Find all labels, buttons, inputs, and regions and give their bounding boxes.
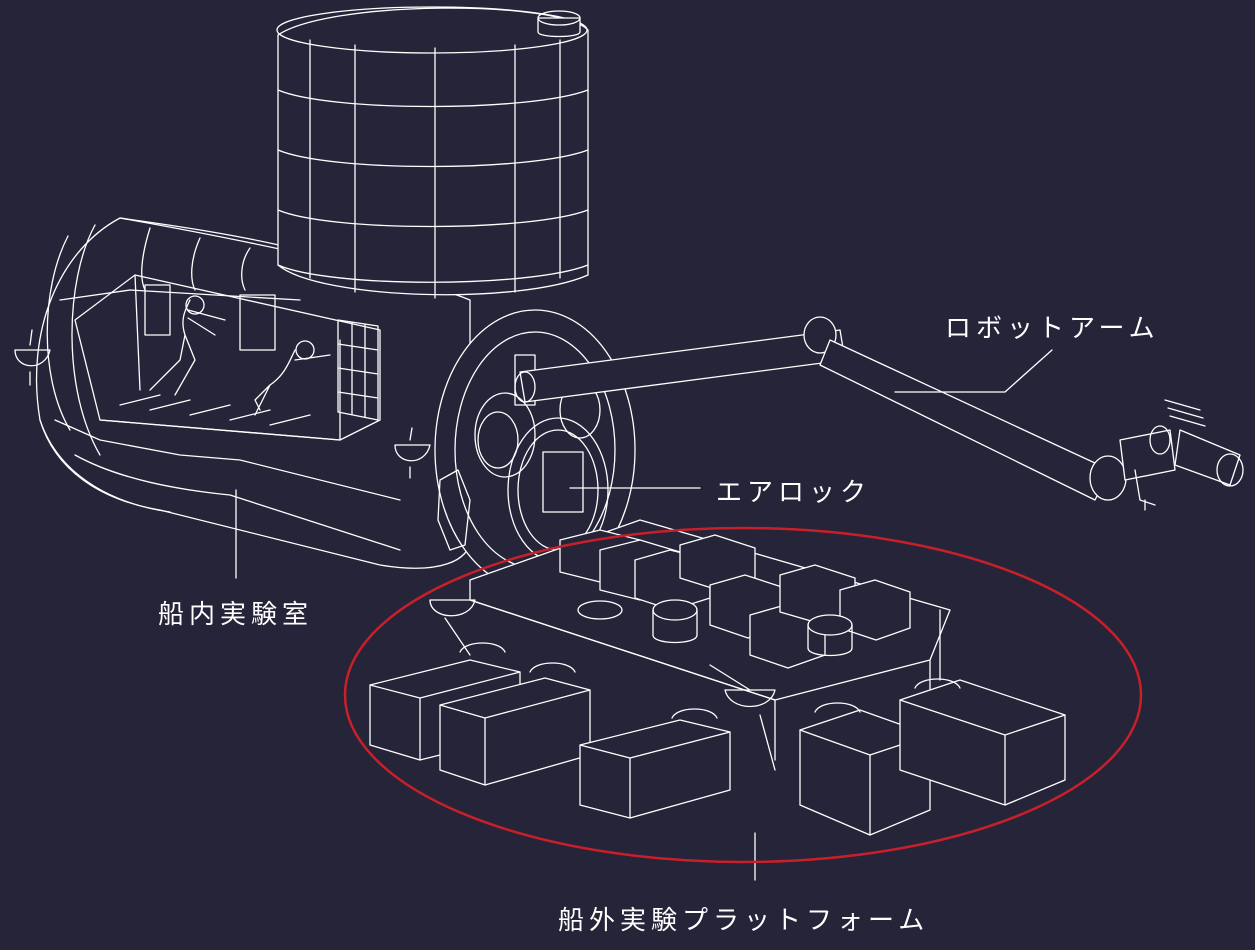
label-robot-arm: ロボットアーム — [945, 314, 1160, 344]
label-pressurized-module: 船内実験室 — [158, 600, 314, 630]
leader-lines — [235, 349, 1053, 881]
pressurized-module-drawing — [14, 217, 471, 569]
robot-arm-leader — [894, 349, 1053, 393]
label-exposed-facility: 船外実験プラットフォーム — [558, 906, 930, 936]
exposed-facility-drawing — [369, 519, 1066, 836]
logistics-module-drawing — [276, 6, 589, 299]
robot-arm-drawing — [514, 316, 1244, 511]
label-airlock: エアロック — [716, 478, 872, 508]
highlight-ellipse — [343, 526, 1143, 864]
